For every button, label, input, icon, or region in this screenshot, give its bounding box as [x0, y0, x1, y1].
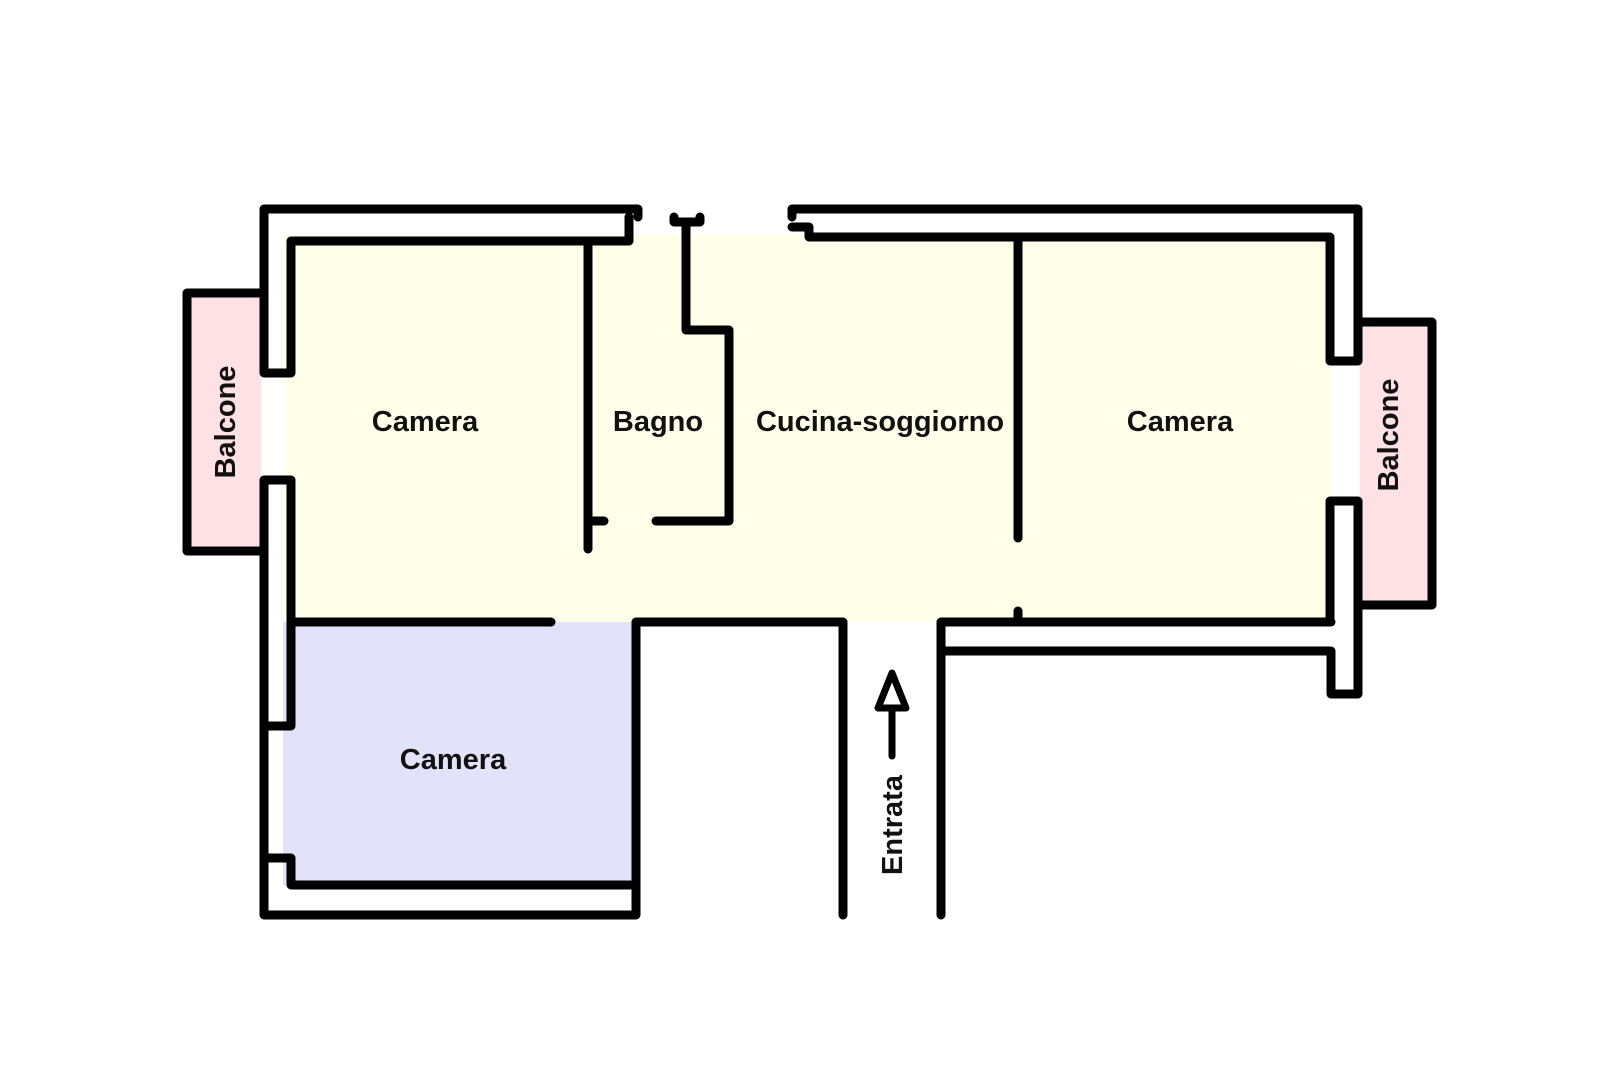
- wall-top-outer: [259, 204, 643, 378]
- balcony-left-outline: [182, 288, 269, 556]
- wall-top-outer-right: [787, 204, 1363, 366]
- wall-bath-right: [651, 217, 734, 526]
- arrow-up-icon: [874, 669, 910, 760]
- entrance-label: Entrata: [877, 774, 909, 875]
- walls: [182, 204, 1437, 920]
- wall-corridor-right: [936, 617, 1336, 920]
- wall-lower-right: [936, 496, 1363, 699]
- room-label-camera-right: Camera: [1127, 406, 1234, 438]
- balcony-right-outline: [1353, 317, 1437, 610]
- wall-corridor-left: [631, 617, 848, 920]
- wall-left-lower: [259, 475, 296, 731]
- room-label-cucina: Cucina-soggiorno: [756, 406, 1004, 438]
- living-zone-fill: [283, 235, 1331, 622]
- room-label-camera-bottom: Camera: [400, 744, 507, 776]
- room-label-bagno: Bagno: [613, 406, 703, 438]
- balcony-right-fill: [1360, 322, 1432, 605]
- balcony-left-fill: [187, 293, 261, 546]
- room-label-camera-left: Camera: [372, 406, 479, 438]
- bedroom-bottom-fill: [283, 622, 636, 885]
- balcony-label-left: Balcone: [210, 366, 242, 479]
- balcony-label-right: Balcone: [1373, 379, 1405, 492]
